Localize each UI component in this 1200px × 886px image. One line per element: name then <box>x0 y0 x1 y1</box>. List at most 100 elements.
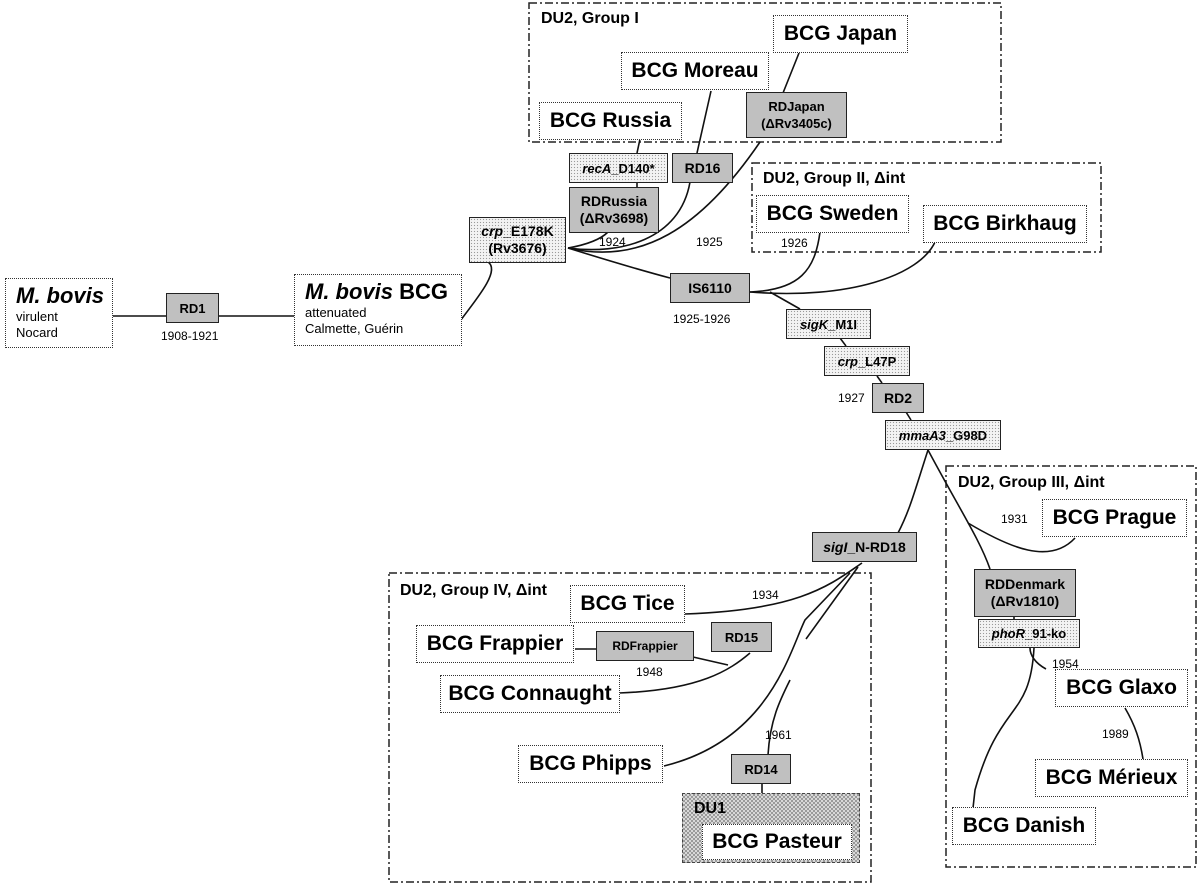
rd1-label: RD1 <box>179 300 206 316</box>
bcg-title-plain: BCG <box>393 279 449 304</box>
mmaa3-mutation-box: mmaA3_G98D <box>885 420 1001 450</box>
crp-l47p-gene: crp <box>837 353 858 369</box>
rdjapan-label: RDJapan <box>768 99 825 114</box>
year-label-1961: 1961 <box>765 728 792 742</box>
year-label-1924: 1924 <box>599 235 626 249</box>
mbovis-bcg-node: M. bovis BCG attenuated Calmette, Guérin <box>294 274 462 346</box>
rd15-label: RD15 <box>724 629 759 645</box>
link-crp-rd2 <box>876 375 883 384</box>
link-sigk-crp <box>839 337 847 347</box>
year-label-1934: 1934 <box>752 588 779 602</box>
group-3-label: DU2, Group III, Δint <box>958 474 1105 491</box>
year-label-1927: 1927 <box>838 391 865 405</box>
crp-e178k-box: crp_E178K (Rv3676) <box>469 217 566 263</box>
reca-mutation-box: recA_D140* <box>569 153 668 183</box>
mbovis-line2: Nocard <box>16 325 58 340</box>
mbovis-node: M. bovis virulent Nocard <box>5 278 113 348</box>
link-bcg-crp <box>459 261 493 322</box>
rd2-label: RD2 <box>883 389 912 406</box>
group-2-label: DU2, Group II, Δint <box>763 170 906 187</box>
strain-bcg-merieux: BCG Mérieux <box>1035 759 1188 797</box>
bcg-title-italic: M. bovis <box>305 279 394 304</box>
rdrussia-box: RDRussia (ΔRv3698) <box>569 187 659 233</box>
group-1-label: DU2, Group I <box>541 10 639 27</box>
link-is6110-sweden <box>749 231 821 293</box>
year-label-1926: 1926 <box>781 236 808 250</box>
sigi-label: _N-RD18 <box>847 538 906 555</box>
rd16-label: RD16 <box>684 159 721 176</box>
link-g3-prague <box>967 522 1076 553</box>
reca-gene: recA <box>582 160 612 176</box>
strain-bcg-tice: BCG Tice <box>570 585 685 623</box>
strain-bcg-moreau: BCG Moreau <box>621 52 769 90</box>
strain-bcg-prague: BCG Prague <box>1042 499 1187 537</box>
link-is6110-birkhaug <box>749 241 936 295</box>
year-label-1908-1921: 1908-1921 <box>161 329 219 343</box>
is6110-box: IS6110 <box>670 273 750 303</box>
link-mmaa3-sigi <box>897 449 929 534</box>
mmaa3-label: _G98D <box>945 427 988 443</box>
rd15-box: RD15 <box>711 622 772 652</box>
year-label-1989: 1989 <box>1102 727 1129 741</box>
year-label-1954: 1954 <box>1052 657 1079 671</box>
phor-mutation-box: phoR_91-ko <box>978 619 1080 648</box>
reca-label: _D140* <box>611 160 655 176</box>
rdfrappier-label: RDFrappier <box>612 638 678 653</box>
rdjapan-sublabel: (ΔRv3405c) <box>761 116 832 131</box>
group-4-label: DU2, Group IV, Δint <box>400 582 547 599</box>
sigi-gene: sigI <box>823 538 848 555</box>
crp-l47p-label: _L47P <box>857 353 897 369</box>
phor-label: _91-ko <box>1025 626 1067 641</box>
link-sigi-rd15 <box>805 566 859 640</box>
year-label-1925-1926: 1925-1926 <box>673 312 731 326</box>
is6110-label: IS6110 <box>688 279 732 296</box>
rd14-box: RD14 <box>731 754 791 784</box>
link-rd2-mmaa3 <box>905 411 912 421</box>
strain-bcg-frappier: BCG Frappier <box>416 625 574 663</box>
link-mmaa3-rddenmark <box>927 449 991 570</box>
bcg-line2: Calmette, Guérin <box>305 321 404 336</box>
crp-l47p-box: crp_L47P <box>824 346 910 376</box>
group-4-border <box>388 572 872 883</box>
sigk-label: _M1I <box>828 316 858 332</box>
rd16-box: RD16 <box>672 153 733 183</box>
crp-e178k-label: _E178K <box>503 223 554 239</box>
strain-bcg-japan: BCG Japan <box>773 15 908 53</box>
link-phor-danish <box>972 647 1035 809</box>
rdrussia-sublabel: (ΔRv3698) <box>579 210 649 226</box>
strain-bcg-sweden: BCG Sweden <box>756 195 909 233</box>
year-label-1925: 1925 <box>696 235 723 249</box>
rd14-label: RD14 <box>744 761 778 777</box>
rdfrappier-box: RDFrappier <box>596 631 694 661</box>
strain-bcg-danish: BCG Danish <box>952 807 1096 845</box>
rdrussia-label: RDRussia <box>580 193 648 209</box>
sigk-mutation-box: sigK_M1I <box>786 309 871 339</box>
rddenmark-box: RDDenmark (ΔRv1810) <box>974 569 1076 617</box>
year-label-1948: 1948 <box>636 665 663 679</box>
group-3-border <box>945 465 1197 868</box>
link-rd15-connaught <box>618 652 751 694</box>
link-rdfrappier-branch <box>692 656 729 666</box>
year-label-1931: 1931 <box>1001 512 1028 526</box>
link-sigi-phipps <box>663 572 851 767</box>
link-reca-russia <box>636 138 641 154</box>
link-crp-rd16 <box>567 181 691 251</box>
mbovis-line1: virulent <box>16 309 58 324</box>
crp-e178k-sublabel: (Rv3676) <box>488 240 547 256</box>
rd1-box: RD1 <box>166 293 219 323</box>
link-is6110-sigk <box>769 291 801 310</box>
bcg-line1: attenuated <box>305 305 367 320</box>
group-2-border <box>751 162 1102 253</box>
strain-bcg-phipps: BCG Phipps <box>518 745 663 783</box>
sigi-rd18-box: sigI_N-RD18 <box>812 532 917 562</box>
strain-bcg-connaught: BCG Connaught <box>440 675 620 713</box>
link-rdjapan-japan <box>782 52 800 94</box>
mmaa3-gene: mmaA3 <box>898 427 946 443</box>
link-rd16-moreau <box>696 90 712 154</box>
link-crp-is6110 <box>567 247 671 279</box>
phor-gene: phoR <box>991 626 1025 641</box>
rdjapan-box: RDJapan (ΔRv3405c) <box>746 92 847 138</box>
group-1-border <box>528 2 1002 143</box>
